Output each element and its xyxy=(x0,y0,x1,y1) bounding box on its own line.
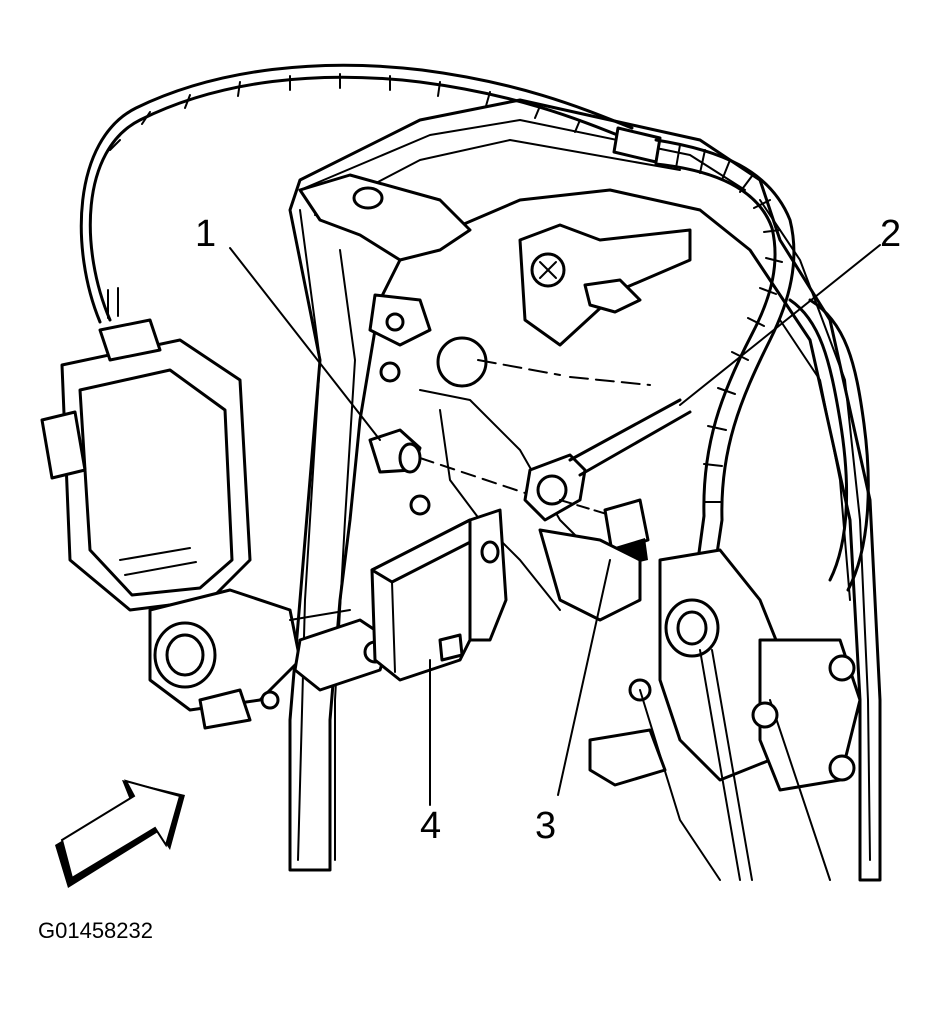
pin-bushing xyxy=(368,428,541,499)
pedal-linkage xyxy=(289,609,392,692)
adjuster-motor xyxy=(40,287,302,730)
callout-leaders xyxy=(229,244,881,806)
rod-clip xyxy=(523,398,692,622)
control-cable xyxy=(79,63,870,592)
front-direction-arrow-icon xyxy=(55,779,185,888)
module-box xyxy=(370,508,508,682)
pedal-bracket xyxy=(288,98,882,882)
callout-3: 3 xyxy=(535,805,556,847)
callout-2: 2 xyxy=(880,213,901,255)
callout-4: 4 xyxy=(420,805,441,847)
figure-code: G01458232 xyxy=(38,918,153,943)
lower-pivot-assembly xyxy=(588,548,862,881)
callout-1: 1 xyxy=(195,213,216,255)
